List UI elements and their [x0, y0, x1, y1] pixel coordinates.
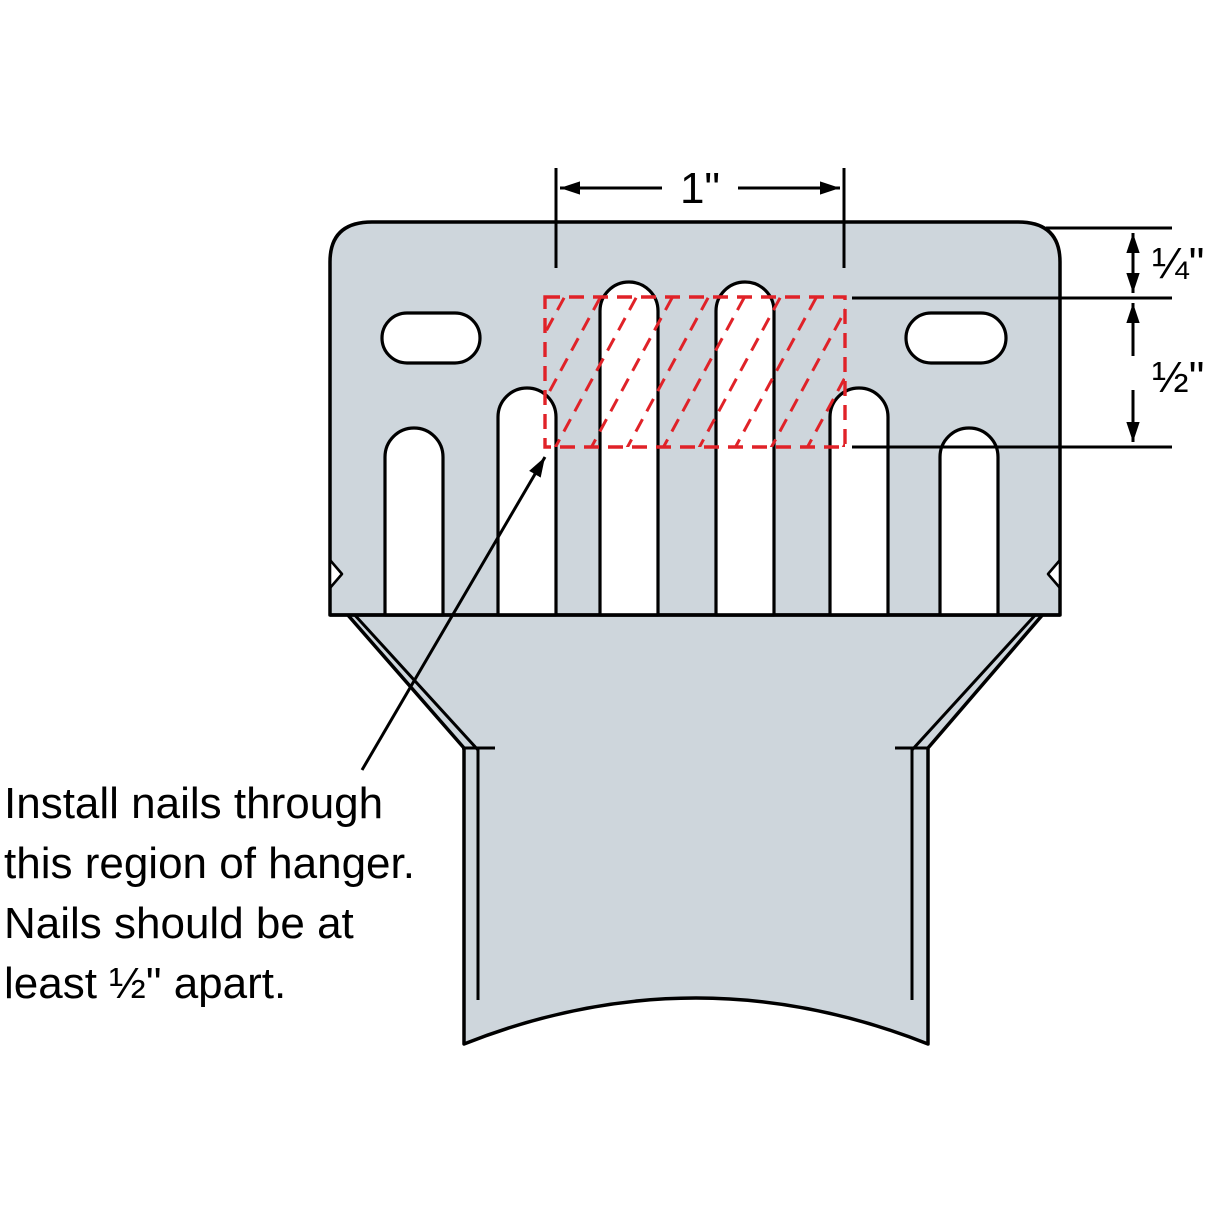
left-edge-notch — [328, 558, 344, 590]
leader-arrow — [360, 456, 547, 771]
nail-region-hatch — [545, 297, 845, 447]
nail-region-highlight — [543, 295, 847, 449]
hatch-stroke — [545, 297, 603, 403]
mounting-slot-right — [904, 311, 1008, 365]
nail-slot — [714, 280, 776, 617]
instruction-note: Install nails through this region of han… — [4, 779, 415, 1008]
hatch-stroke — [589, 297, 675, 447]
hatch-stroke — [625, 297, 711, 447]
note-line-2: this region of hanger. — [4, 839, 415, 888]
hatch-stroke — [553, 297, 639, 447]
reference-lines-right — [852, 226, 1172, 449]
hanger-seat-shape — [331, 596, 1059, 1046]
note-line-1: Install nails through — [4, 779, 383, 828]
nail-slot — [938, 426, 1000, 617]
nail-slot — [496, 386, 558, 617]
nail-slot — [383, 426, 445, 617]
dimension-quarter-inch: ¼" — [1126, 233, 1204, 293]
dimension-top-width: 1" — [554, 164, 846, 268]
half-inch-label: ½" — [1152, 353, 1204, 402]
hanger-top-flange — [328, 220, 1062, 617]
hatch-stroke — [661, 297, 747, 447]
note-line-4: least ½" apart. — [4, 959, 286, 1008]
top-width-label: 1" — [680, 164, 720, 213]
mounting-slot-left — [380, 311, 482, 365]
hatch-stroke — [545, 297, 567, 337]
right-edge-notch — [1046, 558, 1062, 590]
right-fold-line — [910, 610, 1040, 1000]
nail-slot — [598, 280, 660, 617]
hanger-lower-body — [331, 596, 1059, 1046]
note-line-3: Nails should be at — [4, 899, 354, 948]
quarter-inch-label: ¼" — [1152, 239, 1204, 288]
left-fold-line — [350, 610, 480, 1000]
hatch-stroke — [733, 297, 819, 447]
nail-slot — [828, 386, 890, 617]
dimension-half-inch: ½" — [1126, 303, 1204, 442]
leader-line — [360, 456, 547, 771]
nail-region-border — [543, 295, 847, 449]
hatch-stroke — [697, 297, 783, 447]
